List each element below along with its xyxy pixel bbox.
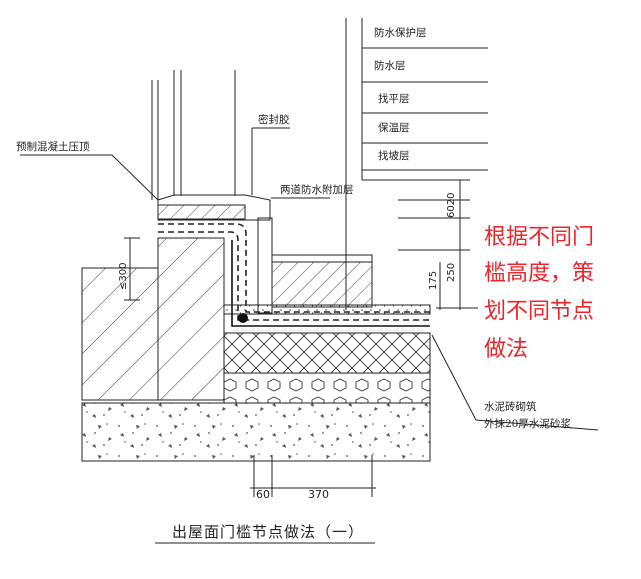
layer-labels: 防水保护层 防水层 找平层 保温层 找坡层 [374,26,427,162]
bottom-dimension [250,455,376,497]
layer-label: 找坡层 [378,149,410,162]
dim-6020: 6020 [446,193,457,218]
note-line: 槛高度，策 [484,261,594,286]
note-line: 划不同节点 [484,299,594,324]
dim-370: 370 [308,488,329,501]
layer-label: 找平层 [378,92,410,105]
drawing-caption: 出屋面门槛节点做法（一） [172,523,364,541]
note-line: 做法 [484,337,528,362]
right-dimensions [398,179,478,310]
dim-175: 175 [428,271,439,290]
dim-60: 60 [256,488,270,501]
threshold-step [257,217,373,314]
left-dimension [124,237,140,301]
layer-label: 防水层 [374,59,406,72]
precast-cap-label: 预制混凝土压顶 [16,140,90,153]
red-note: 根据不同门 槛高度，策 划不同节点 做法 [484,225,594,362]
masonry-wall [81,237,225,401]
sealant-label: 密封胶 [258,113,290,126]
roof-slab [81,402,431,462]
precast-cap [157,194,271,221]
layer-label: 保温层 [378,121,410,134]
leader-lines [20,127,599,431]
note-line: 根据不同门 [484,225,594,250]
dim-250: 250 [446,263,457,282]
brick-label: 水泥砖砌筑 [484,400,537,413]
layer-label: 防水保护层 [374,26,427,39]
mortar-label: 外抹20厚水泥砂浆 [484,417,571,430]
dim-300: ≤300 [118,263,129,290]
waterproof-layers [158,223,430,327]
extra-waterproof-label: 两道防水附加层 [280,183,354,196]
door-frame [151,70,236,200]
